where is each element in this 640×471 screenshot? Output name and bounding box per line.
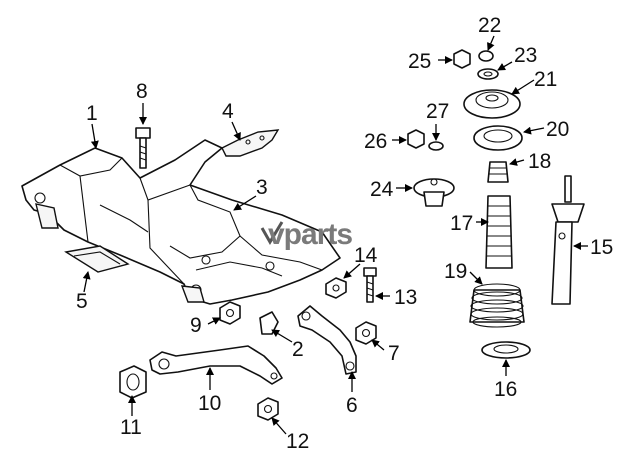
bolt-8 — [135, 127, 151, 169]
spring-seat-16 — [481, 341, 531, 359]
callout-14: 14 — [354, 244, 378, 267]
control-arm-10 — [149, 345, 283, 385]
bolt-13 — [363, 267, 377, 303]
callout-13: 13 — [394, 286, 417, 309]
nut-25 — [453, 49, 471, 69]
callout-labels: 1 2 3 4 5 6 7 8 9 10 11 12 13 14 15 16 1… — [76, 14, 613, 453]
shield-plate — [64, 245, 130, 273]
nut-9 — [219, 301, 241, 325]
strut-mount-21 — [463, 89, 521, 119]
callout-4: 4 — [222, 100, 234, 123]
callout-18: 18 — [528, 150, 551, 173]
nut-12 — [257, 397, 279, 421]
callout-20: 20 — [546, 118, 569, 141]
bushing-2 — [259, 311, 279, 335]
callout-3: 3 — [256, 176, 268, 199]
callout-25: 25 — [408, 50, 431, 73]
strut-15 — [551, 175, 585, 305]
subframe — [21, 139, 341, 305]
callout-24: 24 — [370, 178, 394, 201]
callout-10: 10 — [198, 392, 221, 415]
watermark-logo: vparts — [260, 218, 353, 251]
callout-15: 15 — [590, 236, 613, 259]
bushing-11 — [119, 365, 147, 399]
washer-22 — [478, 50, 494, 62]
watermark-text: vparts — [268, 218, 352, 251]
callout-26: 26 — [364, 130, 387, 153]
callout-9: 9 — [190, 314, 202, 337]
callout-8: 8 — [136, 80, 148, 103]
cap-27 — [428, 141, 444, 151]
callout-lines — [82, 35, 588, 435]
bump-stop-18 — [487, 161, 509, 183]
nut-14 — [325, 277, 347, 299]
callout-1: 1 — [86, 102, 98, 125]
callout-7: 7 — [388, 342, 400, 365]
callout-5: 5 — [76, 290, 88, 313]
control-arm-6 — [297, 305, 357, 375]
bracket-plate — [221, 129, 280, 157]
callout-2: 2 — [292, 338, 304, 361]
callout-16: 16 — [494, 378, 517, 401]
callout-22: 22 — [478, 14, 501, 37]
callout-19: 19 — [444, 260, 467, 283]
callout-11: 11 — [120, 416, 142, 439]
callout-21: 21 — [534, 68, 557, 91]
washer-23 — [477, 68, 499, 80]
dust-boot-17 — [485, 195, 513, 269]
mount-24 — [413, 178, 455, 207]
callout-17: 17 — [450, 212, 473, 235]
nut-7 — [355, 321, 377, 345]
callout-12: 12 — [286, 430, 309, 453]
callout-23: 23 — [514, 44, 537, 67]
callout-6: 6 — [346, 394, 358, 417]
nut-26 — [407, 129, 425, 149]
bearing-20 — [473, 125, 523, 151]
callout-27: 27 — [426, 100, 449, 123]
coil-spring-19 — [469, 283, 525, 328]
